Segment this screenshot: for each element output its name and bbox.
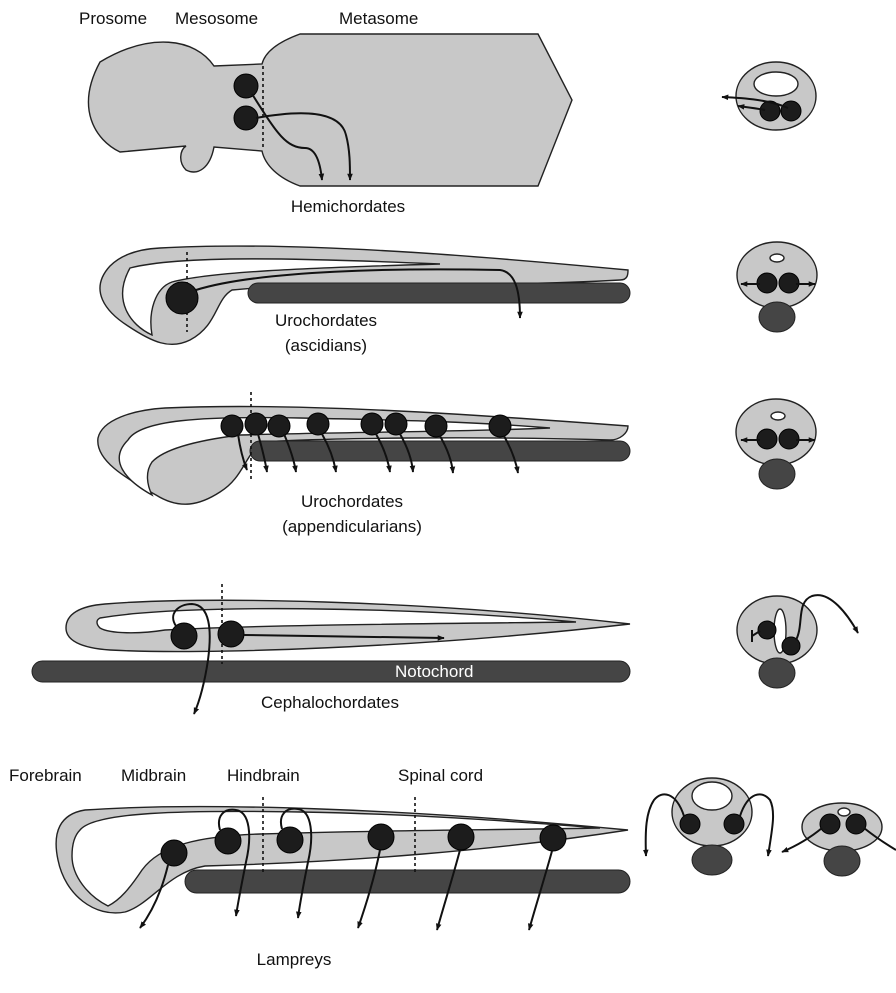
ascidians-label-line2: (ascidians) [285, 336, 367, 355]
lamprey-spinal-cross-section [782, 803, 896, 876]
region-label-midbrain: Midbrain [121, 766, 186, 785]
appendicularians-label-line2: (appendicularians) [282, 517, 422, 536]
lamprey-spinal-section-neuron-1 [820, 814, 840, 834]
region-label-metasome: Metasome [339, 9, 418, 28]
cephalochordate-panel: Notochord Cephalochordates [32, 584, 858, 714]
appendicularian-section-notochord [759, 459, 795, 489]
region-label-prosome: Prosome [79, 9, 147, 28]
ascidian-section-notochord [759, 302, 795, 332]
lamprey-spinal-section-lumen [838, 808, 850, 816]
ascidian-cross-section [737, 242, 817, 332]
cephalochordate-section-neuron-2 [782, 637, 800, 655]
appendicularian-neuron-7 [425, 415, 447, 437]
lamprey-neuron-4 [368, 824, 394, 850]
ascidian-section-lumen [770, 254, 784, 262]
lamprey-panel: Forebrain Midbrain Hindbrain Spinal cord… [9, 766, 896, 969]
appendicularian-neuron-1 [221, 415, 243, 437]
lamprey-neuron-6 [540, 825, 566, 851]
appendicularian-neuron-6 [385, 413, 407, 435]
cephalochordate-section-neuron-1 [758, 621, 776, 639]
lamprey-brain-cross-section [646, 778, 773, 875]
hemichordate-panel: Prosome Mesosome Metasome Hemichordates [79, 9, 816, 216]
cephalochordate-cross-section [737, 595, 858, 688]
lamprey-brain-section-neuron-1 [680, 814, 700, 834]
ascidians-label-line1: Urochordates [275, 311, 377, 330]
ascidian-notochord [248, 283, 630, 303]
lampreys-label: Lampreys [257, 950, 332, 969]
hemichordates-label: Hemichordates [291, 197, 405, 216]
ascidian-panel: Urochordates (ascidians) [100, 242, 817, 355]
hemichordate-body [89, 34, 572, 186]
lamprey-spinal-section-neuron-2 [846, 814, 866, 834]
lamprey-brain-section-neuron-2 [724, 814, 744, 834]
lamprey-neuron-3 [277, 827, 303, 853]
lamprey-brain-section-notochord [692, 845, 732, 875]
lamprey-neuron-2 [215, 828, 241, 854]
region-label-mesosome: Mesosome [175, 9, 258, 28]
appendicularian-notochord [250, 441, 630, 461]
appendicularian-section-body [736, 399, 816, 465]
lamprey-spinal-section-notochord [824, 846, 860, 876]
appendicularian-neuron-8 [489, 415, 511, 437]
appendicularian-neuron-5 [361, 413, 383, 435]
cephalochordate-neuron-1 [171, 623, 197, 649]
appendicularian-section-lumen [771, 412, 785, 420]
appendicularian-cross-section [736, 399, 816, 489]
cephalochordate-notochord [32, 661, 630, 682]
appendicularian-neuron-4 [307, 413, 329, 435]
lamprey-neuron-1 [161, 840, 187, 866]
hemichordate-neuron-2 [234, 106, 258, 130]
cephalochordate-section-notochord [759, 658, 795, 688]
cephalochordates-label: Cephalochordates [261, 693, 399, 712]
lamprey-brain-section-lumen [692, 782, 732, 810]
hemichordate-neuron-1 [234, 74, 258, 98]
appendicularian-neuron-3 [268, 415, 290, 437]
hemichordate-section-lumen [754, 72, 798, 96]
notochord-label: Notochord [395, 662, 473, 681]
cephalochordate-neuron-2 [218, 621, 244, 647]
region-label-hindbrain: Hindbrain [227, 766, 300, 785]
lamprey-neuron-5 [448, 824, 474, 850]
hemichordate-cross-section [722, 62, 816, 130]
region-label-spinal-cord: Spinal cord [398, 766, 483, 785]
hemichordate-section-neuron-2 [781, 101, 801, 121]
appendicularians-label-line1: Urochordates [301, 492, 403, 511]
lamprey-notochord [185, 870, 630, 893]
appendicularian-neuron-2 [245, 413, 267, 435]
ascidian-neuron [166, 282, 198, 314]
ascidian-section-body [737, 242, 817, 308]
region-label-forebrain: Forebrain [9, 766, 82, 785]
appendicularian-panel: Urochordates (appendicularians) [98, 392, 816, 536]
